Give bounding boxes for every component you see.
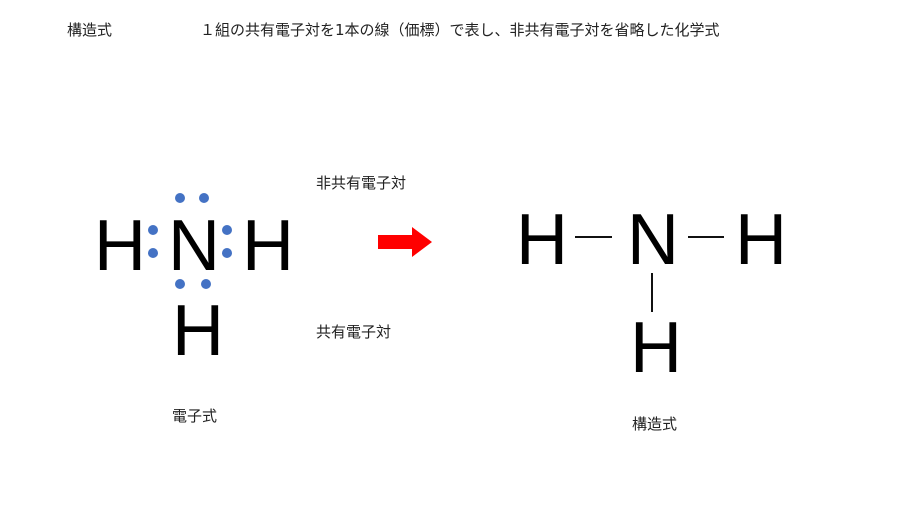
bond-right (688, 236, 724, 238)
shared-pair-label: 共有電子対 (316, 323, 392, 341)
electron-dot-shared-bottom-1 (175, 279, 185, 289)
electron-dot-lone-pair-1 (175, 193, 185, 203)
electron-dot-shared-left-2 (148, 248, 158, 258)
structural-formula-caption: 構造式 (632, 415, 678, 433)
electron-dot-shared-right-1 (222, 225, 232, 235)
electron-formula-bottom-h: H (172, 291, 224, 371)
structural-formula-n: N (627, 200, 679, 280)
header-term: 構造式 (67, 21, 113, 39)
electron-formula-caption: 電子式 (172, 407, 218, 425)
structural-formula-left-h: H (516, 200, 568, 280)
structural-formula-right-h: H (735, 200, 787, 280)
electron-formula-right-h: H (242, 206, 294, 286)
lone-pair-label: 非共有電子対 (316, 174, 407, 192)
right-arrow-icon (378, 227, 432, 257)
electron-dot-lone-pair-2 (199, 193, 209, 203)
electron-formula-n: N (168, 206, 220, 286)
right-arrow-shape (378, 227, 432, 257)
header-definition: １組の共有電子対を1本の線（価標）で表し、非共有電子対を省略した化学式 (200, 21, 720, 39)
bond-bottom (651, 273, 653, 312)
electron-dot-shared-left-1 (148, 225, 158, 235)
bond-left (575, 236, 612, 238)
electron-dot-shared-right-2 (222, 248, 232, 258)
electron-formula-left-h: H (94, 206, 146, 286)
electron-dot-shared-bottom-2 (201, 279, 211, 289)
structural-formula-bottom-h: H (630, 308, 682, 388)
